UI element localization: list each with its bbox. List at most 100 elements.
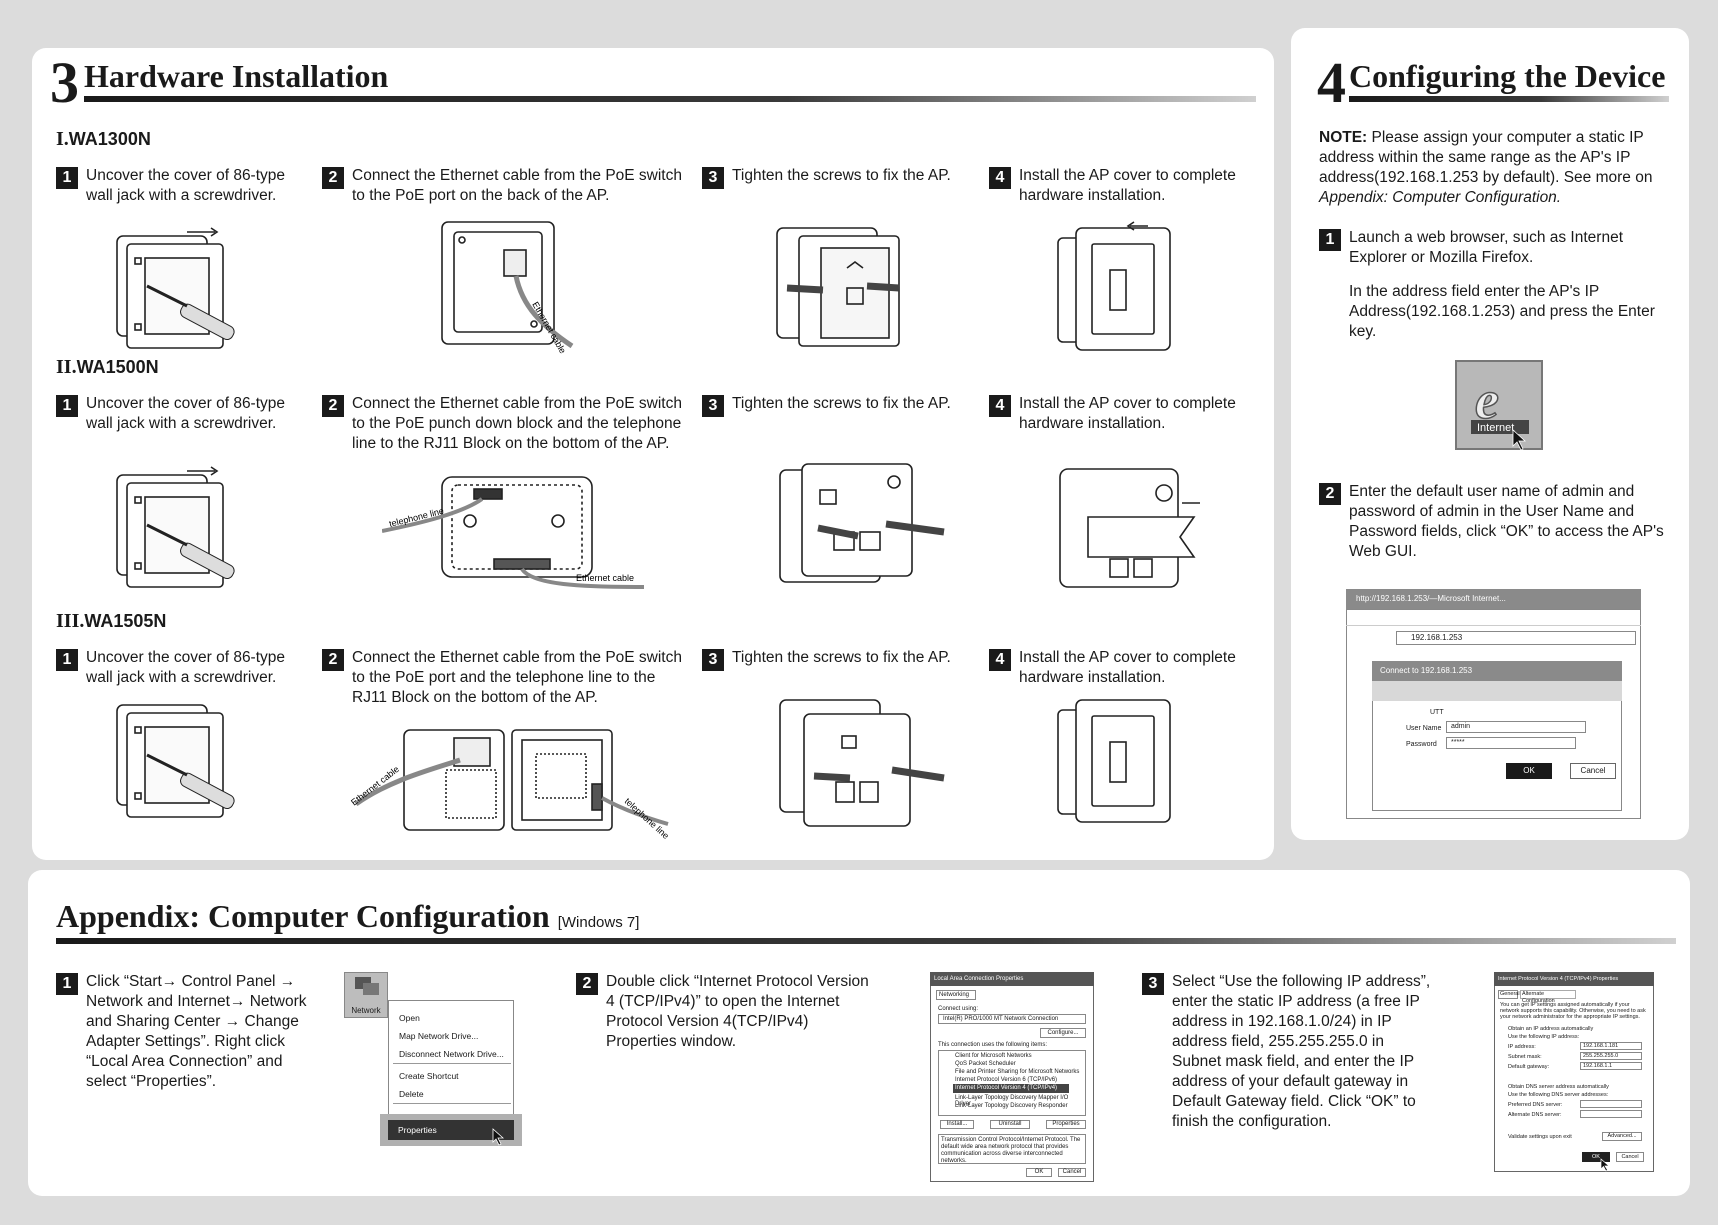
radio-use-ip[interactable]: Use the following IP address: (1508, 1034, 1580, 1040)
ok-button[interactable]: OK (1026, 1168, 1052, 1177)
preferred-dns-field[interactable] (1580, 1100, 1642, 1108)
user-name-label: User Name (1406, 725, 1442, 732)
list-item[interactable]: Internet Protocol Version 6 (TCP/IPv6) (955, 1077, 1058, 1083)
list-item[interactable]: Client for Microsoft Networks (955, 1053, 1032, 1059)
ok-button[interactable]: OK (1506, 763, 1552, 779)
local-area-connection-dialog: Local Area Connection Properties Network… (930, 972, 1094, 1182)
gateway-field[interactable]: 192.168.1.1 (1580, 1062, 1642, 1070)
browser-login-screenshot: http://192.168.1.253/—Microsoft Internet… (1346, 589, 1641, 819)
address-bar[interactable]: 192.168.1.253 (1396, 631, 1636, 645)
appendix-title: Appendix: Computer Configuration [Window… (56, 898, 640, 934)
list-item[interactable]: QoS Packet Scheduler (955, 1061, 1016, 1067)
connect-using-label: Connect using: (938, 1006, 979, 1012)
appendix-panel: Appendix: Computer Configuration [Window… (28, 870, 1690, 1196)
section-title: Hardware Installation (84, 58, 389, 94)
cancel-button[interactable]: Cancel (1058, 1168, 1086, 1177)
install-button[interactable]: Install... (940, 1120, 974, 1129)
telephone-line-label: telephone line (388, 506, 445, 529)
telephone-line-label: telephone line (623, 796, 671, 840)
tighten-screws-illustration (767, 218, 937, 353)
network-context-menu-screenshot: Network Open Map Network Drive... Discon… (336, 972, 556, 1152)
section-number: 4 (1317, 50, 1346, 115)
context-menu: Open Map Network Drive... Disconnect Net… (388, 1000, 514, 1124)
ipv4-properties-dialog: Internet Protocol Version 4 (TCP/IPv4) P… (1494, 972, 1654, 1172)
browser-title-bar: http://192.168.1.253/—Microsoft Internet… (1346, 589, 1641, 609)
wall-jack-screwdriver-illustration (107, 693, 277, 823)
menu-item-open[interactable]: Open (399, 1013, 420, 1023)
alternate-dns-field[interactable] (1580, 1110, 1642, 1118)
advanced-button[interactable]: Advanced... (1602, 1132, 1642, 1141)
tighten-screws-illustration (774, 460, 964, 595)
punch-down-block-illustration: telephone line Ethernet cable (382, 473, 652, 593)
wall-jack-screwdriver-illustration (107, 224, 277, 354)
svg-text:Internet: Internet (1477, 422, 1514, 434)
title-rule (1349, 96, 1669, 102)
appendix-link[interactable]: Appendix: Computer Configuration. (1319, 189, 1562, 206)
install-cover-illustration (1054, 463, 1204, 593)
network-label: Network (351, 1006, 381, 1015)
validate-checkbox[interactable]: Validate settings upon exit (1508, 1134, 1572, 1140)
configure-button[interactable]: Configure... (1040, 1028, 1086, 1038)
menu-item-map-drive[interactable]: Map Network Drive... (399, 1031, 479, 1041)
properties-button[interactable]: Properties (1046, 1120, 1086, 1129)
install-cover-illustration (1052, 218, 1182, 358)
menu-item-disconnect-drive[interactable]: Disconnect Network Drive... (399, 1049, 504, 1059)
radio-use-dns[interactable]: Use the following DNS server addresses: (1508, 1092, 1609, 1098)
alternate-dns-label: Alternate DNS server: (1508, 1112, 1562, 1118)
list-item-ipv4[interactable]: Internet Protocol Version 4 (TCP/IPv4) (953, 1084, 1069, 1093)
ethernet-cable-label: Ethernet cable (576, 573, 634, 583)
poe-rj11-illustration: Ethernet cable telephone line (350, 720, 690, 840)
radio-auto-dns[interactable]: Obtain DNS server address automatically (1508, 1084, 1609, 1090)
adapter-field: Intel(R) PRO/1000 MT Network Connection (938, 1014, 1086, 1024)
list-item[interactable]: Link-Layer Topology Discovery Mapper I/O… (955, 1095, 1069, 1107)
title-rule (56, 938, 1676, 944)
tab-general[interactable]: General (1498, 990, 1520, 999)
ip-field[interactable]: 192.168.1.181 (1580, 1042, 1642, 1050)
radio-auto-ip[interactable]: Obtain an IP address automatically (1508, 1026, 1594, 1032)
tab-alternate[interactable]: Alternate Configuration (1520, 990, 1576, 1004)
cancel-button[interactable]: Cancel (1570, 763, 1616, 779)
preferred-dns-label: Preferred DNS server: (1508, 1102, 1563, 1108)
mask-field[interactable]: 255.255.255.0 (1580, 1052, 1642, 1060)
list-item[interactable]: File and Printer Sharing for Microsoft N… (955, 1069, 1080, 1075)
section-number: 3 (50, 50, 79, 115)
intro-text: You can get IP settings assigned automat… (1500, 1002, 1646, 1020)
menu-item-delete[interactable]: Delete (399, 1089, 424, 1099)
wall-jack-screwdriver-illustration (107, 463, 277, 593)
poe-cable-back-illustration: Ethernet cable (432, 216, 582, 356)
realm-label: UTT (1430, 709, 1444, 716)
step-detail: In the address field enter the AP's IP A… (1349, 283, 1655, 340)
model-heading: II.WA1500N (56, 356, 159, 378)
password-label: Password (1406, 741, 1437, 748)
description-box: Transmission Control Protocol/Internet P… (938, 1134, 1086, 1164)
user-name-field[interactable]: admin (1446, 721, 1586, 733)
ok-button[interactable]: OK (1582, 1152, 1610, 1162)
configuring-device-panel: 4 Configuring the Device NOTE: Please as… (1291, 28, 1689, 840)
password-field[interactable]: ***** (1446, 737, 1576, 749)
items-label: This connection uses the following items… (938, 1042, 1048, 1048)
tab-networking[interactable]: Networking (936, 990, 976, 1000)
platform-label: [Windows 7] (557, 914, 640, 931)
cancel-button[interactable]: Cancel (1616, 1152, 1644, 1162)
internet-explorer-icon: e Internet (1455, 360, 1545, 452)
ethernet-cable-label: Ethernet cable (530, 300, 568, 355)
tighten-screws-illustration (774, 690, 964, 830)
menu-item-properties[interactable]: Properties (388, 1120, 514, 1140)
list-item[interactable]: Link-Layer Topology Discovery Responder (955, 1103, 1068, 1109)
menu-item-create-shortcut[interactable]: Create Shortcut (399, 1071, 459, 1081)
uninstall-button[interactable]: Uninstall (990, 1120, 1030, 1129)
dialog-title-bar: Connect to 192.168.1.253 (1372, 661, 1622, 681)
